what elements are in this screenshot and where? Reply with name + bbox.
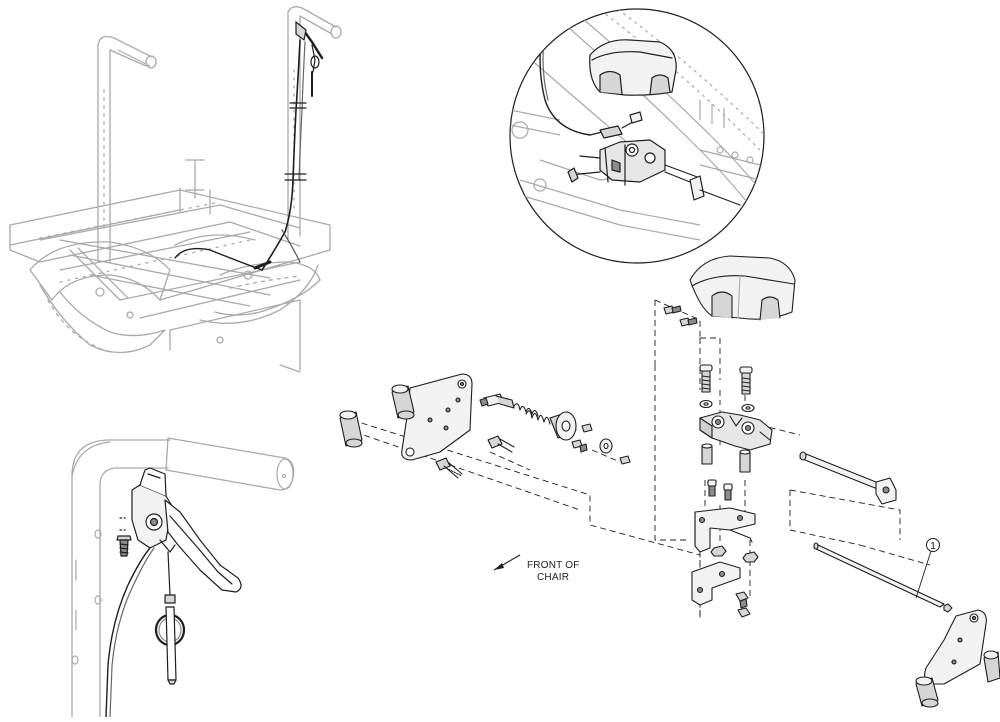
- callout-1: 1: [915, 538, 940, 599]
- washer: [741, 403, 755, 413]
- nut: [742, 551, 759, 563]
- nut: [710, 545, 727, 557]
- callout-number: 1: [930, 541, 936, 552]
- roller-spacer: [391, 384, 415, 420]
- assembly-guide-lines: [351, 299, 931, 620]
- washer: [699, 399, 713, 409]
- release-cover: [689, 255, 796, 321]
- set-screw: [619, 455, 631, 465]
- spacer: [701, 445, 713, 465]
- side-plate: [401, 373, 473, 461]
- overview-release-cable: [174, 20, 324, 271]
- front-of-chair-label-line2: CHAIR: [537, 572, 569, 583]
- arrowhead-icon: [494, 563, 504, 570]
- flange-bolt: [435, 435, 515, 479]
- roller-spacer: [339, 410, 363, 448]
- cover-screw: [663, 305, 698, 327]
- front-of-chair-indicator: FRONT OF CHAIR: [493, 554, 580, 583]
- cap-screw: [707, 479, 733, 501]
- front-of-chair-label-line1: FRONT OF: [527, 560, 580, 571]
- small-screw-set: [571, 423, 593, 453]
- bottom-screw: [735, 591, 751, 618]
- exploded-parts: [339, 255, 1000, 708]
- release-clamp-assembly: [699, 411, 773, 451]
- bushing-housing: [549, 411, 577, 441]
- plunger-pin: [479, 393, 515, 409]
- detail-inset-circle: [509, 8, 765, 264]
- angle-bracket: [691, 561, 741, 606]
- shaft-rod: [799, 451, 887, 491]
- spacer: [739, 451, 751, 473]
- handle-lever-detail: [71, 437, 295, 718]
- lower-bracket: [694, 507, 756, 553]
- side-plate-right: [924, 609, 987, 685]
- compression-spring: [525, 410, 551, 425]
- nut: [943, 603, 953, 613]
- mount-bolt: [699, 364, 753, 395]
- roller-spacer: [983, 650, 1000, 683]
- roller-spacer: [915, 676, 939, 708]
- chair-frame-overview: [9, 6, 342, 373]
- shaft-collar: [875, 477, 897, 505]
- spring: [513, 403, 539, 417]
- push-rod: [813, 542, 945, 608]
- callout-leader-line: [915, 550, 932, 599]
